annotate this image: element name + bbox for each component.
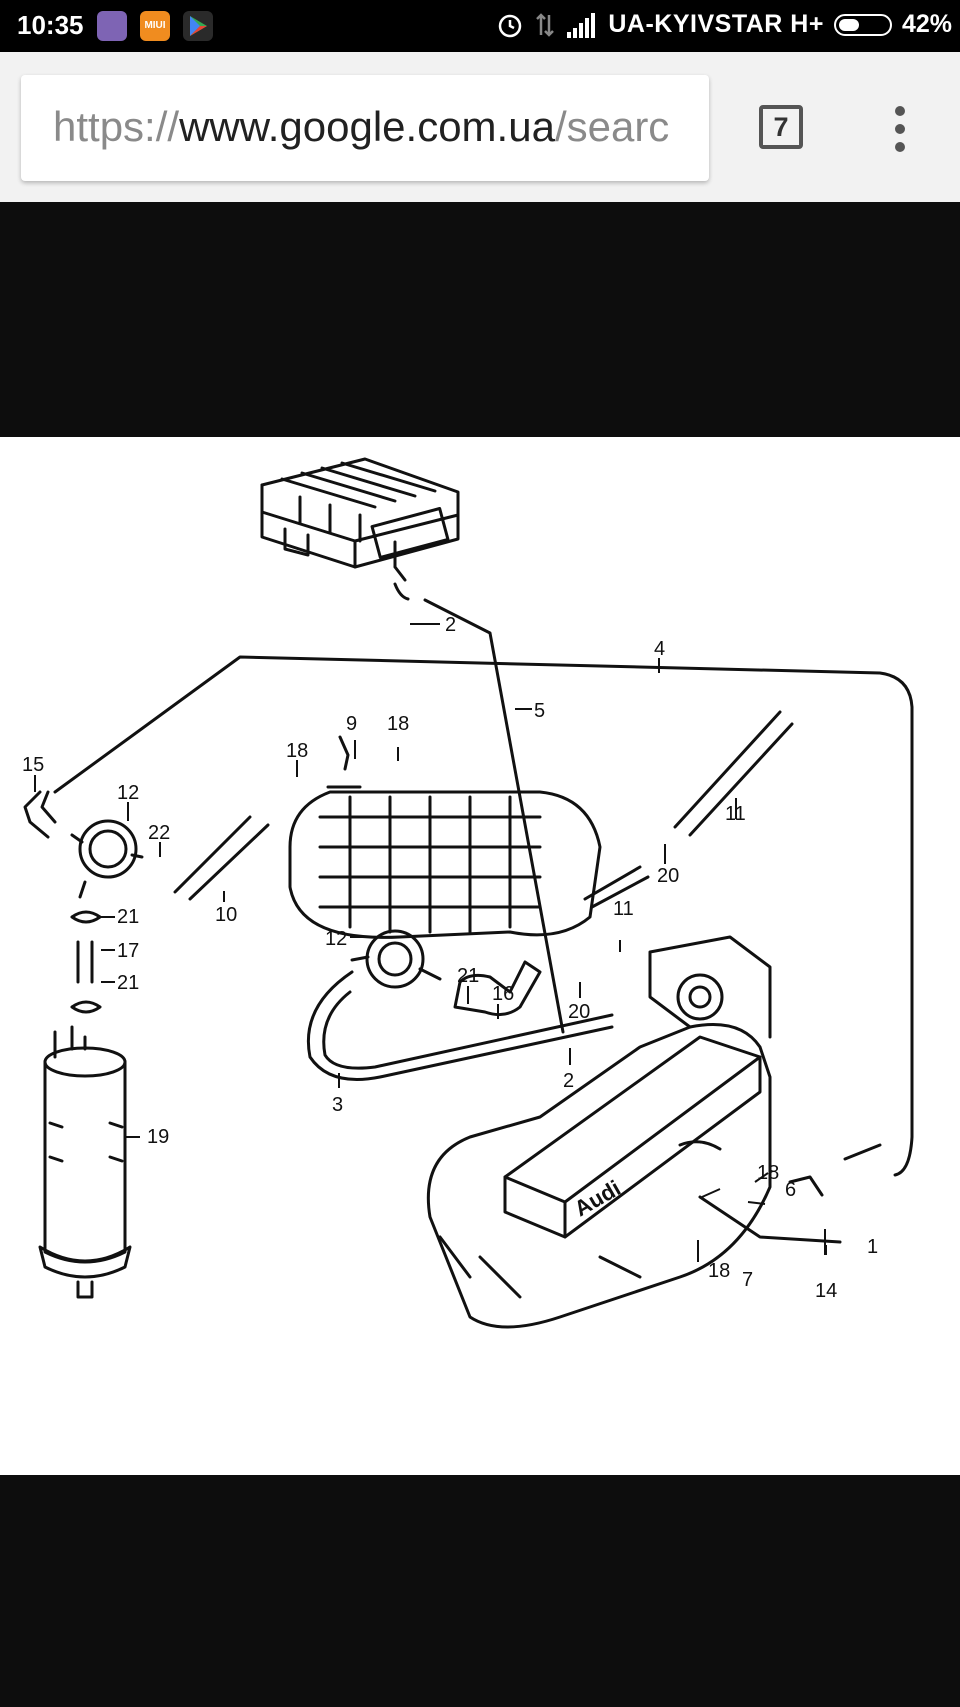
callout-16: 17 bbox=[117, 940, 139, 962]
callout-7: 7 bbox=[742, 1269, 753, 1291]
hose-3 bbox=[306, 970, 614, 1081]
url-bar[interactable]: https://www.google.com.ua/searc bbox=[21, 75, 709, 181]
callout-20-center: 20 bbox=[568, 1001, 590, 1023]
engine-drawing bbox=[426, 935, 772, 1329]
hose-11 bbox=[673, 710, 794, 837]
diagram-image[interactable]: Audi 2 4 5 15 12 22 11 9 18 18 21 17 21 … bbox=[0, 437, 960, 1475]
status-indicators: UA-KYIVSTAR H+ 42% bbox=[496, 10, 952, 39]
url-path: /searc bbox=[554, 103, 670, 150]
hose-8 bbox=[173, 815, 270, 901]
browser-toolbar: https://www.google.com.ua/searc 7 bbox=[0, 52, 960, 202]
url-text[interactable]: https://www.google.com.ua/searc bbox=[53, 103, 669, 151]
hose-4 bbox=[53, 655, 914, 1177]
overflow-menu-button[interactable] bbox=[888, 106, 912, 152]
viber-icon bbox=[97, 11, 127, 41]
callout-21-top: 21 bbox=[117, 906, 139, 928]
callout-18-top: 18 bbox=[286, 740, 308, 762]
clock: 10:35 bbox=[17, 10, 84, 40]
callout-4: 4 bbox=[654, 638, 665, 660]
callout-20-right: 20 bbox=[657, 865, 679, 887]
callout-19: 19 bbox=[147, 1126, 169, 1148]
data-transfer-icon bbox=[536, 12, 555, 37]
alarm-icon bbox=[499, 14, 522, 37]
play-store-icon bbox=[183, 11, 213, 41]
miui-icon: MIUI bbox=[140, 11, 170, 41]
callout-14: 15 bbox=[22, 754, 44, 776]
callout-10: 11 bbox=[613, 898, 634, 920]
callout-13: 14 bbox=[815, 1280, 837, 1302]
callout-6: 6 bbox=[785, 1179, 796, 1201]
callout-22: 22 bbox=[148, 822, 170, 844]
callout-1: 1 bbox=[867, 1236, 878, 1258]
callout-18-bottom: 18 bbox=[708, 1260, 730, 1282]
callout-2-top: 2 bbox=[445, 614, 456, 636]
callout-3: 3 bbox=[332, 1094, 343, 1116]
callout-15: 16 bbox=[492, 983, 514, 1005]
hose-5 bbox=[423, 598, 565, 1034]
control-unit-drawing bbox=[260, 457, 460, 582]
callout-2-bottom: 2 bbox=[563, 1070, 574, 1092]
callout-5: 5 bbox=[534, 700, 545, 722]
callout-8: 10 bbox=[215, 904, 237, 926]
callout-12-left: 12 bbox=[117, 782, 139, 804]
battery-level bbox=[838, 18, 860, 31]
callout-12-center: 12 bbox=[325, 928, 347, 950]
battery-icon bbox=[833, 13, 892, 36]
callout-9: 9 bbox=[346, 713, 357, 735]
callout-11: 11 bbox=[725, 803, 746, 825]
callout-21-center: 21 bbox=[457, 965, 479, 987]
callout-21-bottom: 21 bbox=[117, 972, 139, 994]
air-intake-drawing bbox=[288, 790, 602, 939]
tab-switcher-button[interactable]: 7 bbox=[759, 105, 803, 149]
vacuum-hose-diagram: Audi 2 4 5 15 12 22 11 9 18 18 21 17 21 … bbox=[22, 457, 914, 1329]
status-bar: 10:35 MIUI UA-KYIVSTAR H+ 42% bbox=[0, 0, 960, 52]
callout-17: 18 bbox=[387, 713, 409, 735]
url-host: www.google.com.ua bbox=[179, 103, 555, 150]
carrier-label: UA-KYIVSTAR H+ bbox=[608, 10, 824, 38]
callout-labels: 2 4 5 15 12 22 11 9 18 18 21 17 21 12 21… bbox=[22, 614, 878, 1302]
signal-icon bbox=[567, 12, 596, 38]
callout-18-right: 18 bbox=[757, 1162, 779, 1184]
battery-percent: 42% bbox=[901, 10, 952, 38]
url-scheme: https:// bbox=[53, 103, 180, 150]
